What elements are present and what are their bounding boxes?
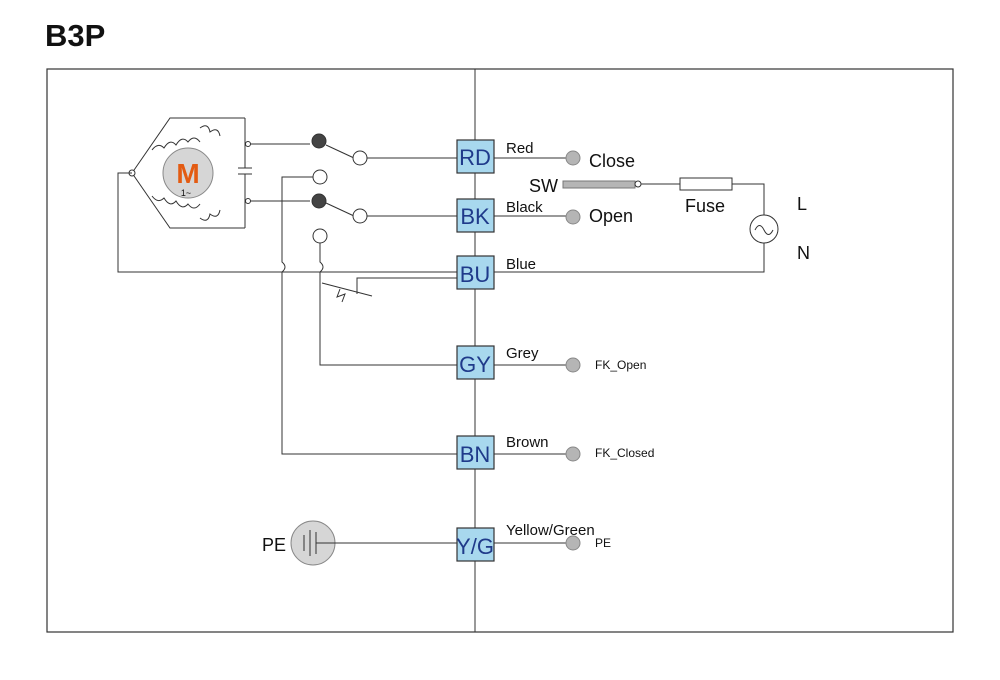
function-label: Close [589, 151, 635, 171]
wire-label: Yellow/Green [506, 522, 595, 539]
line-label: L [797, 194, 807, 214]
wire-label: Black [506, 199, 543, 216]
switch-bar [562, 180, 636, 189]
connection-dot [565, 357, 581, 373]
switch-contacts [250, 133, 457, 455]
motor-letter: M [176, 158, 199, 189]
wire-label: Brown [506, 434, 549, 451]
terminal-code: RD [459, 145, 491, 170]
motor-phase: 1~ [181, 188, 191, 198]
fuse-symbol [679, 177, 733, 191]
motor-windings [117, 117, 457, 273]
terminal-code: BN [460, 442, 491, 467]
neutral-label: N [797, 243, 810, 263]
supply-circuit: SW Fuse L N [529, 176, 810, 263]
page-title: B3P [45, 18, 106, 53]
terminal-bn: BN Brown FK_Closed [456, 434, 654, 470]
switch-label: SW [529, 176, 558, 196]
earth: PE [262, 520, 457, 566]
function-label: FK_Open [595, 358, 646, 372]
function-label: PE [595, 536, 611, 550]
diagram-frame [46, 68, 954, 633]
terminal-bk: BK Black Open [456, 198, 633, 233]
function-label: Open [589, 206, 633, 226]
wire-label: Grey [506, 345, 539, 362]
connection-dot [565, 209, 581, 225]
motor-circle [162, 147, 214, 199]
connection-dot [565, 150, 581, 166]
terminal-code: BK [460, 204, 490, 229]
terminal-bu: BU Blue [456, 243, 765, 290]
connection-dot [565, 446, 581, 462]
terminal-code: GY [459, 352, 491, 377]
terminal-rd: RD Red Close [456, 139, 635, 174]
function-label: FK_Closed [595, 446, 654, 460]
wire-label: Red [506, 140, 534, 157]
connection-dot [565, 535, 581, 551]
terminal-gy: GY Grey FK_Open [456, 345, 646, 380]
earth-label: PE [262, 535, 286, 555]
terminal-yg: Y/G Yellow/Green PE [456, 522, 611, 562]
motor: M 1~ [162, 147, 214, 199]
fuse-label: Fuse [685, 196, 725, 216]
terminal-code: Y/G [456, 534, 494, 559]
wire-label: Blue [506, 256, 536, 273]
terminal-code: BU [460, 262, 491, 287]
